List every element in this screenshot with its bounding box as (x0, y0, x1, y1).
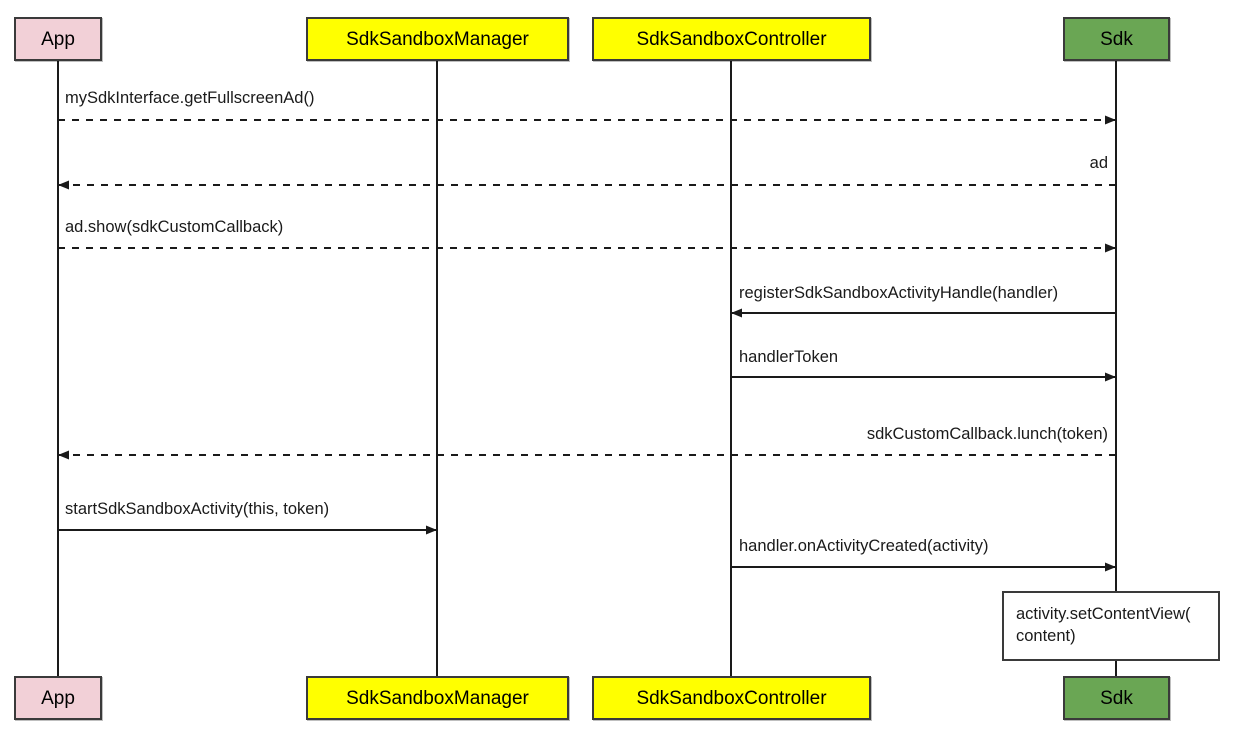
participant-label: Sdk (1100, 28, 1133, 50)
message-label-msg-6: sdkCustomCallback.lunch(token) (866, 425, 1108, 443)
note-line: activity.setContentView( (1016, 605, 1191, 623)
participant-foot-sdk[interactable]: Sdk (1063, 676, 1170, 720)
participant-foot-app[interactable]: App (14, 676, 102, 720)
message-label-msg-7: startSdkSandboxActivity(this, token) (65, 500, 330, 518)
participant-label: Sdk (1100, 687, 1133, 709)
participant-head-controller[interactable]: SdkSandboxController (592, 17, 871, 61)
note-note-1: activity.setContentView( content) (1002, 591, 1220, 661)
participant-foot-manager[interactable]: SdkSandboxManager (306, 676, 569, 720)
lifelines-group (57, 61, 1117, 676)
message-label-msg-4: registerSdkSandboxActivityHandle(handler… (739, 284, 1059, 302)
message-label-msg-3: ad.show(sdkCustomCallback) (65, 218, 284, 236)
participant-label: App (41, 687, 75, 709)
participant-label: SdkSandboxManager (346, 28, 529, 50)
message-label-msg-8: handler.onActivityCreated(activity) (739, 537, 989, 555)
participant-head-manager[interactable]: SdkSandboxManager (306, 17, 569, 61)
note-line: content) (1016, 627, 1076, 646)
message-label-msg-1: mySdkInterface.getFullscreenAd() (65, 89, 315, 107)
message-arrows-group (58, 115, 1116, 572)
message-label-msg-5: handlerToken (739, 348, 839, 366)
participant-label: SdkSandboxController (636, 28, 827, 50)
participant-label: App (41, 28, 75, 50)
participant-label: SdkSandboxController (636, 687, 827, 709)
message-label-msg-2: ad (1089, 154, 1108, 172)
participant-foot-controller[interactable]: SdkSandboxController (592, 676, 871, 720)
participant-head-sdk[interactable]: Sdk (1063, 17, 1170, 61)
participant-label: SdkSandboxManager (346, 687, 529, 709)
participant-head-app[interactable]: App (14, 17, 102, 61)
